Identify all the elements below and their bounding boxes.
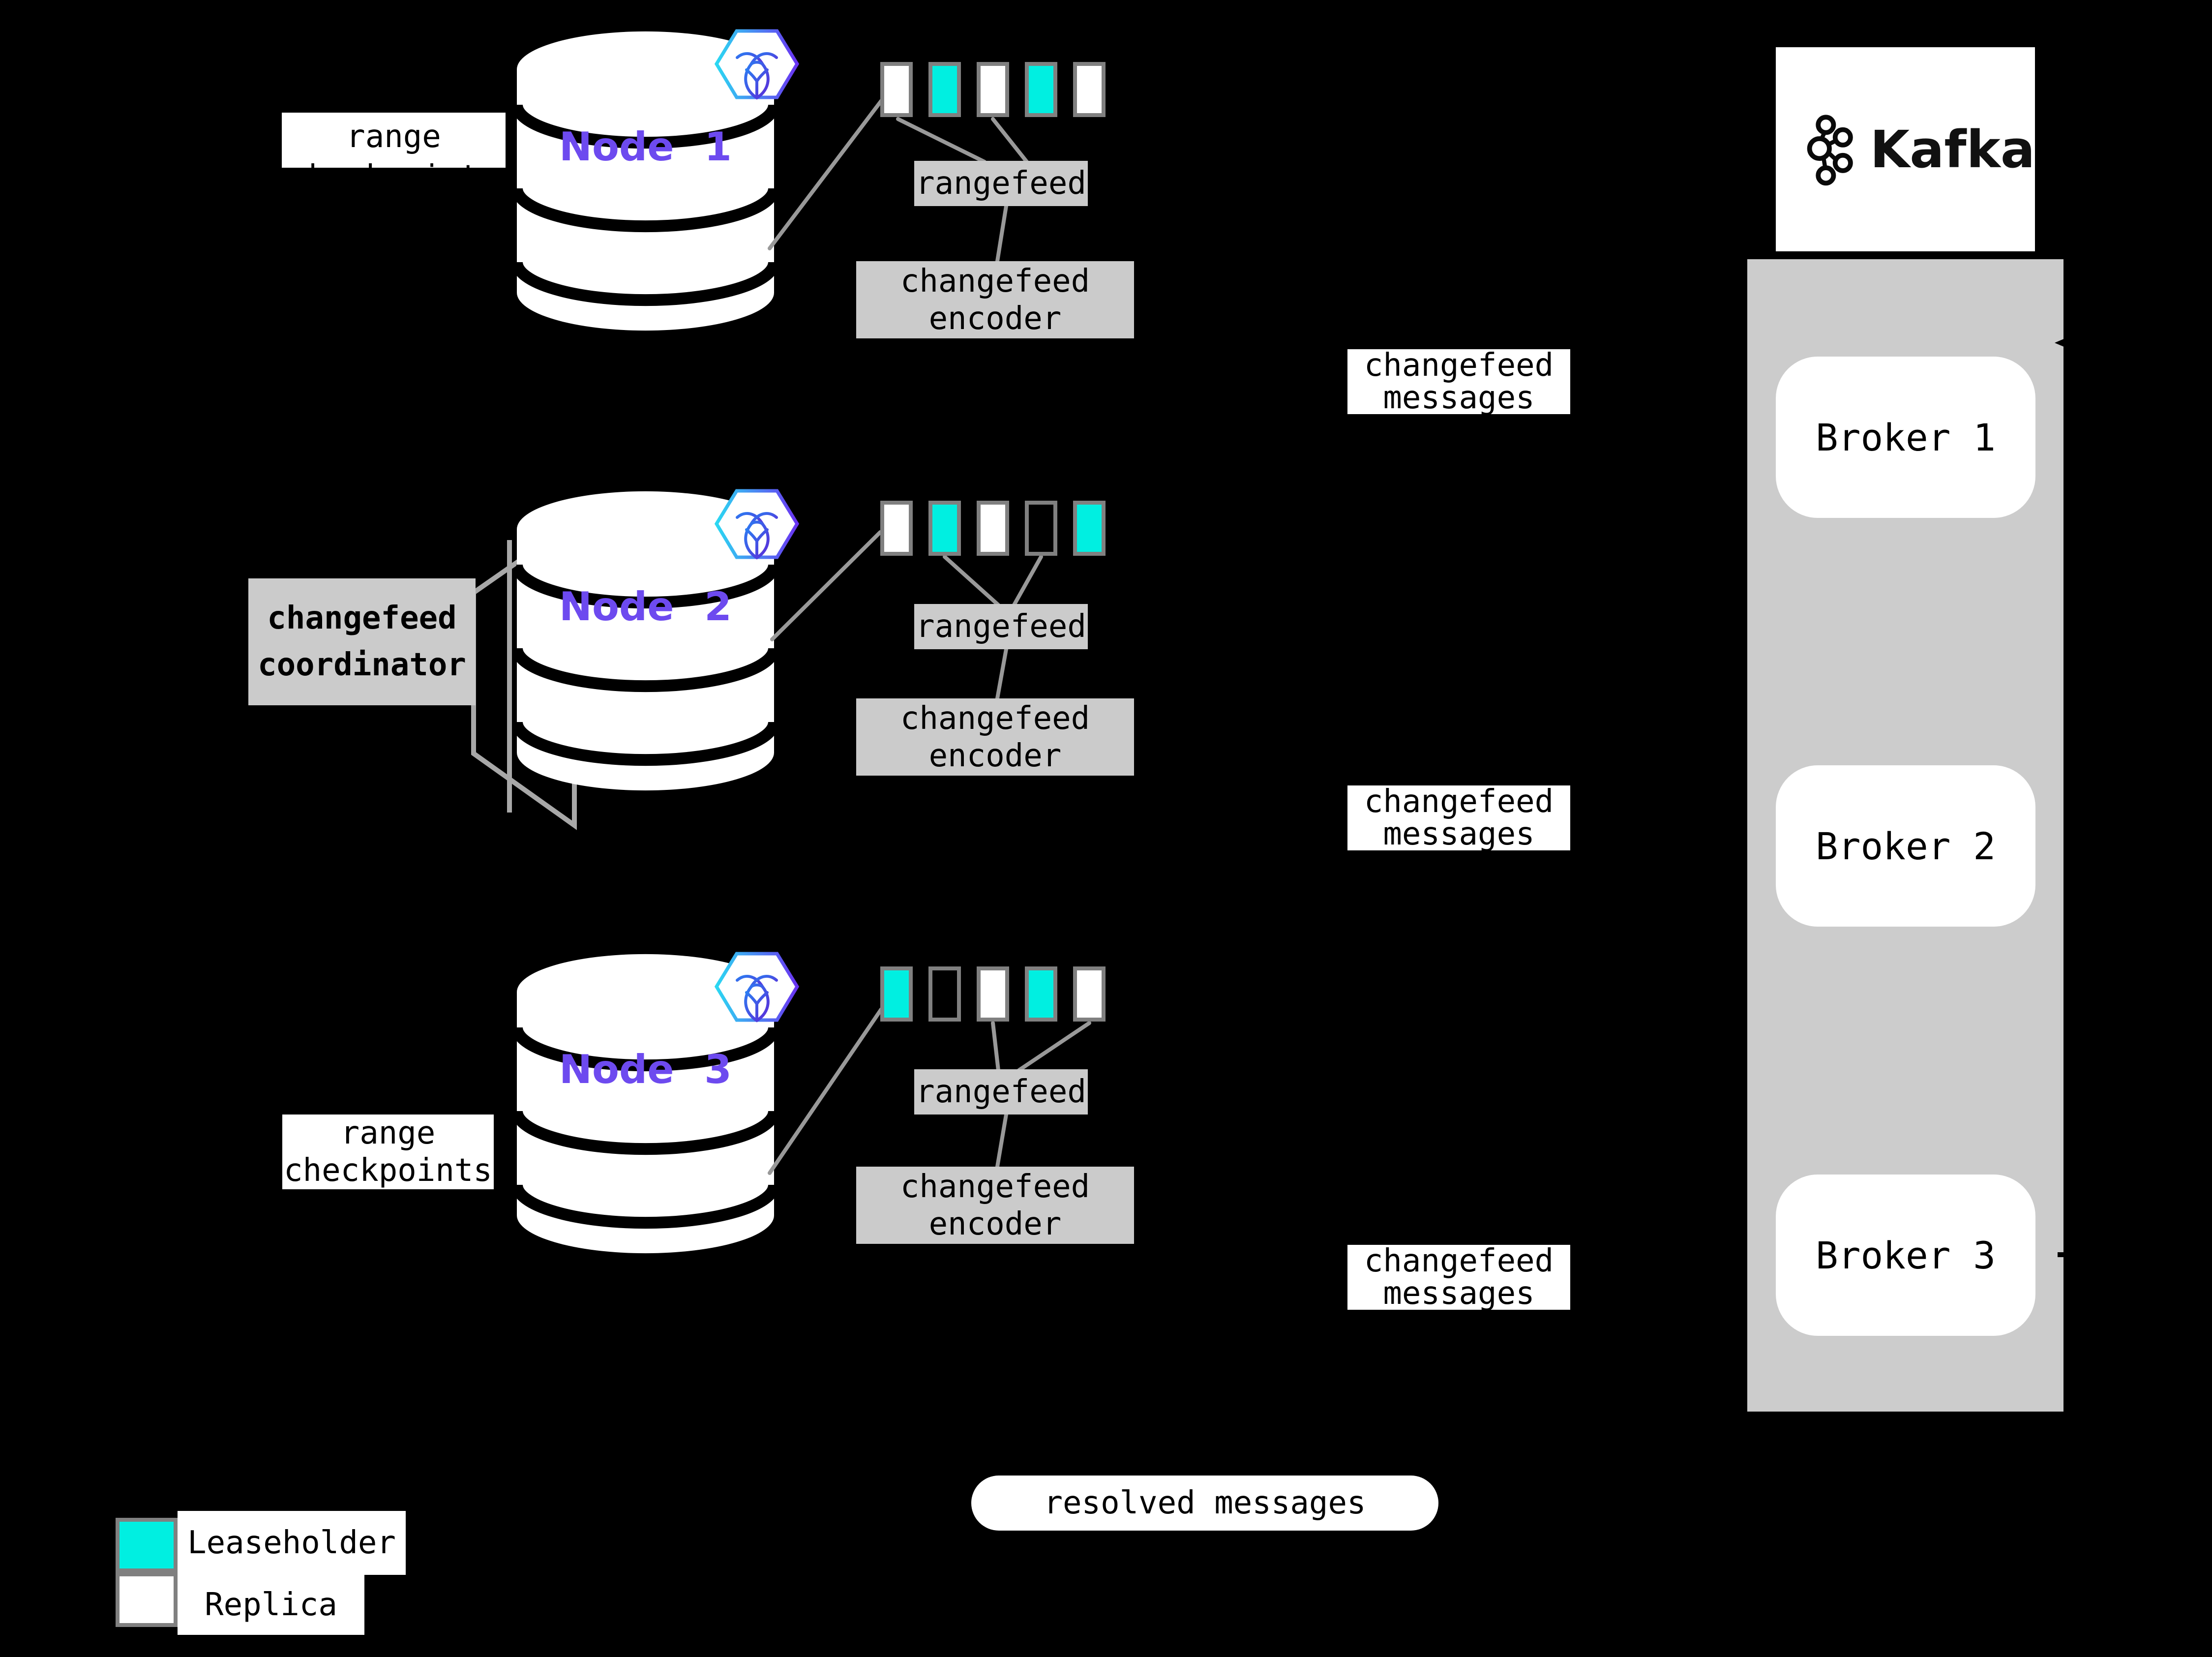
- cockroachdb-logo-icon: [715, 489, 799, 560]
- range-rect: [977, 501, 1009, 556]
- range-rect: [1025, 501, 1057, 556]
- changefeed-encoder-box-node2: changefeed encoder: [856, 698, 1134, 776]
- changefeed-encoder-box-node3: changefeed encoder: [856, 1167, 1134, 1244]
- label-line: encoder: [928, 300, 1062, 337]
- database-cylinder-node1: [516, 31, 775, 331]
- range-checkpoints-label-node1: range checkpoints: [282, 113, 506, 168]
- range-rect: [928, 966, 961, 1022]
- range-rect: [928, 501, 961, 556]
- label-line: checkpoints: [284, 1152, 492, 1189]
- range-rect: [977, 966, 1009, 1022]
- label-line: messages: [1383, 1275, 1535, 1310]
- database-cylinder-node3: [516, 954, 775, 1254]
- broker-1-box: Broker 1: [1776, 357, 2035, 518]
- label-line: changefeed: [900, 1168, 1090, 1205]
- leaseholder-swatch: [116, 1518, 178, 1572]
- node3-title: Node 3: [559, 1046, 732, 1092]
- changefeed-messages-label-1: changefeed messages: [1347, 349, 1570, 414]
- range-rect: [1025, 966, 1057, 1022]
- node1-title: Node 1: [559, 123, 732, 170]
- label-line: changefeed: [900, 700, 1090, 737]
- label-line: range: [340, 1115, 436, 1151]
- changefeed-messages-label-3: changefeed messages: [1347, 1245, 1570, 1310]
- label-line: range: [346, 119, 441, 155]
- label-line: changefeed: [267, 600, 457, 636]
- database-cylinder-node2: [516, 491, 775, 791]
- range-rect: [928, 62, 961, 117]
- label-line: changefeed: [900, 263, 1090, 300]
- changefeed-encoder-box-node1: changefeed encoder: [856, 261, 1134, 338]
- replica-legend-label: Replica: [178, 1575, 364, 1635]
- range-rect: [1073, 501, 1106, 556]
- range-rect: [977, 62, 1009, 117]
- label-line: coordinator: [258, 647, 466, 683]
- label-line: encoder: [928, 737, 1062, 774]
- changefeed-messages-label-2: changefeed messages: [1347, 785, 1570, 850]
- rangefeed-box-node1: rangefeed: [914, 161, 1088, 206]
- label-line: changefeed: [1364, 349, 1554, 384]
- cockroachdb-logo-icon: [715, 29, 799, 100]
- range-rect: [880, 966, 913, 1022]
- node2-title: Node 2: [559, 583, 732, 630]
- label-line: checkpoints: [290, 157, 498, 168]
- resolved-messages-pill: resolved messages: [971, 1476, 1438, 1531]
- rangefeed-box-node2: rangefeed: [914, 604, 1088, 649]
- replica-swatch: [116, 1572, 178, 1627]
- label-line: messages: [1383, 380, 1535, 414]
- kafka-logo-icon: [1807, 114, 1853, 185]
- range-rect: [1073, 62, 1106, 117]
- label-line: encoder: [928, 1205, 1062, 1242]
- changefeed-coordinator-label: changefeed coordinator: [248, 578, 476, 705]
- rangefeed-box-node3: rangefeed: [914, 1069, 1088, 1115]
- kafka-wordmark: Kafka: [1870, 119, 2035, 180]
- broker-2-box: Broker 2: [1776, 765, 2035, 927]
- label-line: changefeed: [1364, 785, 1554, 820]
- range-rect: [880, 62, 913, 117]
- label-line: changefeed: [1364, 1245, 1554, 1279]
- leaseholder-legend-label: Leaseholder: [178, 1511, 406, 1575]
- label-line: messages: [1383, 816, 1535, 850]
- range-checkpoints-label-node3: range checkpoints: [282, 1115, 494, 1189]
- kafka-logo-box: Kafka: [1776, 47, 2035, 251]
- range-rect: [880, 501, 913, 556]
- cockroachdb-logo-icon: [715, 952, 799, 1023]
- range-rect: [1073, 966, 1106, 1022]
- range-rect: [1025, 62, 1057, 117]
- broker-3-box: Broker 3: [1776, 1175, 2035, 1336]
